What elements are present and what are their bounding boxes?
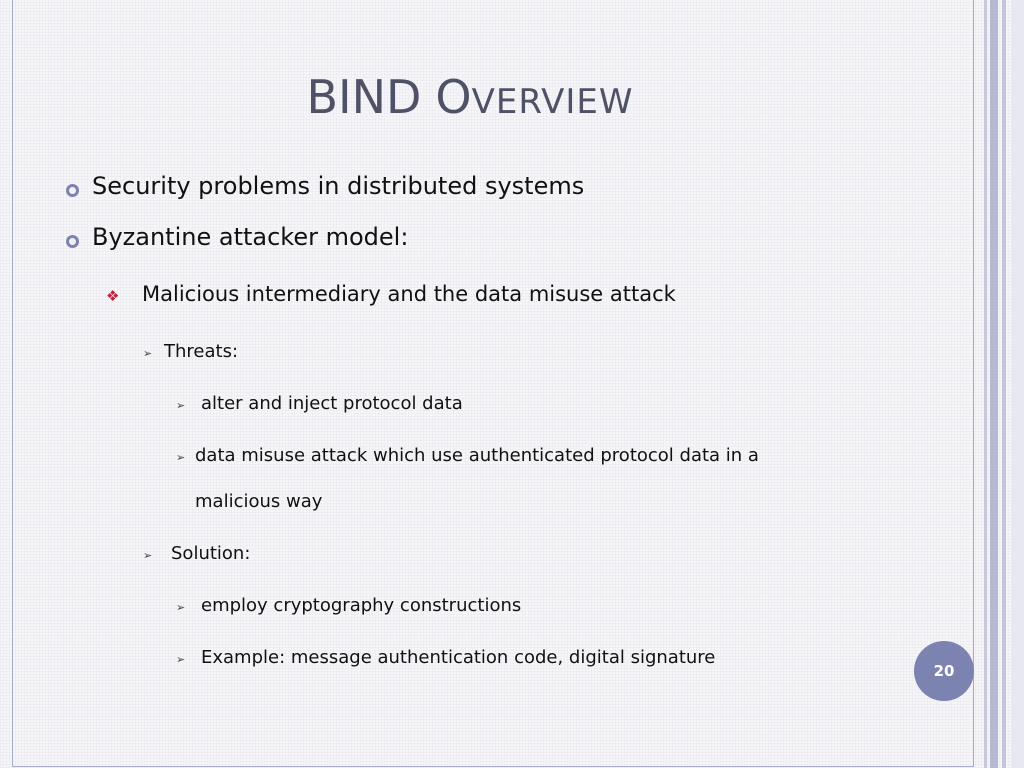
title-word-bind: BIND <box>306 70 422 124</box>
arrow-bullet-icon: ➢ <box>143 347 153 360</box>
threat-item-continuation: malicious way <box>195 491 323 512</box>
circle-bullet-icon <box>66 235 79 248</box>
page-number-badge: 20 <box>914 641 974 701</box>
threat-item: data misuse attack which use authenticat… <box>195 445 759 466</box>
circle-bullet-icon <box>66 184 79 197</box>
solution-label: Solution: <box>171 543 251 564</box>
threat-item: alter and inject protocol data <box>201 393 463 414</box>
bullet-byzantine-model: Byzantine attacker model: <box>92 223 409 251</box>
arrow-bullet-icon: ➢ <box>176 451 186 464</box>
threats-label: Threats: <box>164 341 239 362</box>
side-stripe <box>1011 0 1024 768</box>
bullet-security-problems: Security problems in distributed systems <box>92 172 585 200</box>
title-word-overview-rest: VERVIEW <box>471 82 634 122</box>
slide-title: BIND OVERVIEW <box>0 62 940 137</box>
slide-frame <box>12 0 974 767</box>
subbullet-malicious-intermediary: Malicious intermediary and the data misu… <box>142 282 676 306</box>
solution-item: Example: message authentication code, di… <box>201 647 716 668</box>
solution-item: employ cryptography constructions <box>201 595 522 616</box>
side-stripe <box>990 0 998 768</box>
title-word-overview-initial: O <box>435 70 472 124</box>
arrow-bullet-icon: ➢ <box>176 399 186 412</box>
diamond-bullet-icon: ❖ <box>106 287 120 305</box>
arrow-bullet-icon: ➢ <box>176 601 186 614</box>
side-stripe <box>1002 0 1006 768</box>
arrow-bullet-icon: ➢ <box>143 549 153 562</box>
side-stripe <box>984 0 987 768</box>
arrow-bullet-icon: ➢ <box>176 653 186 666</box>
